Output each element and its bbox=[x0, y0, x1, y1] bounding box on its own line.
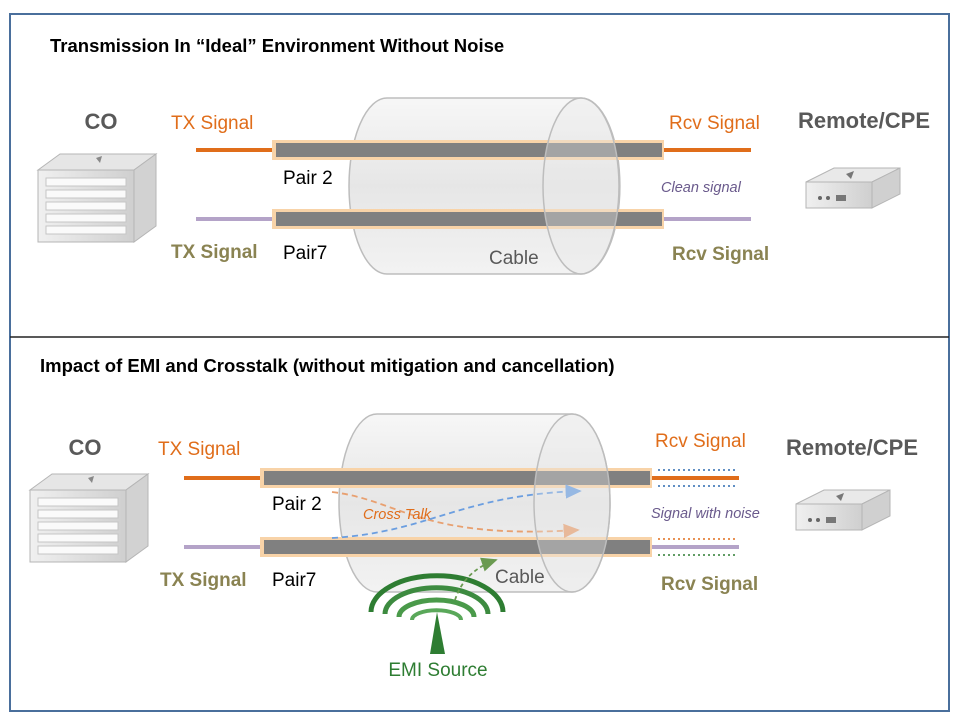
top-pair2-core bbox=[276, 143, 662, 157]
bottom-cable-end bbox=[533, 413, 611, 593]
top-tx-signal-2: TX Signal bbox=[171, 242, 258, 263]
top-tx-signal-1: TX Signal bbox=[171, 113, 253, 134]
emi-source-label: EMI Source bbox=[388, 660, 487, 681]
top-rcv-signal-1: Rcv Signal bbox=[669, 113, 760, 134]
bottom-rcv-signal-1: Rcv Signal bbox=[655, 431, 746, 452]
top-pair7-core bbox=[276, 212, 662, 226]
top-remote-label: Remote/CPE bbox=[798, 108, 930, 133]
bottom-co-label: CO bbox=[69, 435, 102, 460]
bottom-pair-a: Pair 2 bbox=[272, 494, 322, 515]
bottom-pair2-core bbox=[264, 471, 650, 485]
bottom-tx-signal-2: TX Signal bbox=[160, 570, 247, 591]
crosstalk-arrow-up bbox=[331, 484, 582, 539]
crosstalk-label: Cross Talk bbox=[363, 507, 432, 523]
bottom-pair7-core bbox=[264, 540, 650, 554]
bottom-remote-equipment bbox=[795, 489, 891, 531]
bottom-pair-b: Pair7 bbox=[272, 570, 316, 591]
bottom-rcv-signal-2: Rcv Signal bbox=[661, 574, 758, 595]
bottom-co-equipment bbox=[28, 473, 150, 563]
top-rcv-signal-2: Rcv Signal bbox=[672, 244, 769, 265]
emi-antenna-icon bbox=[368, 573, 506, 654]
top-remote-equipment bbox=[805, 167, 901, 209]
bottom-remote-label: Remote/CPE bbox=[786, 435, 918, 460]
bottom-section: Impact of EMI and Crosstalk (without mit… bbox=[28, 355, 918, 681]
top-pair-b: Pair7 bbox=[283, 243, 327, 264]
top-cable-end bbox=[542, 97, 620, 275]
top-pair-a: Pair 2 bbox=[283, 168, 333, 189]
bottom-tx-signal-1: TX Signal bbox=[158, 439, 240, 460]
top-section: Transmission In “Ideal” Environment With… bbox=[36, 35, 930, 275]
top-co-label: CO bbox=[85, 109, 118, 134]
signal-with-noise-label: Signal with noise bbox=[651, 506, 760, 522]
top-co-equipment bbox=[36, 153, 158, 243]
top-clean-signal: Clean signal bbox=[661, 180, 742, 196]
top-cable-label: Cable bbox=[489, 248, 539, 269]
bottom-title: Impact of EMI and Crosstalk (without mit… bbox=[40, 355, 615, 376]
emi-arrow bbox=[454, 557, 498, 601]
bottom-cable-label: Cable bbox=[495, 567, 545, 588]
top-title: Transmission In “Ideal” Environment With… bbox=[50, 35, 504, 56]
crosstalk-arrow-down bbox=[331, 491, 580, 539]
